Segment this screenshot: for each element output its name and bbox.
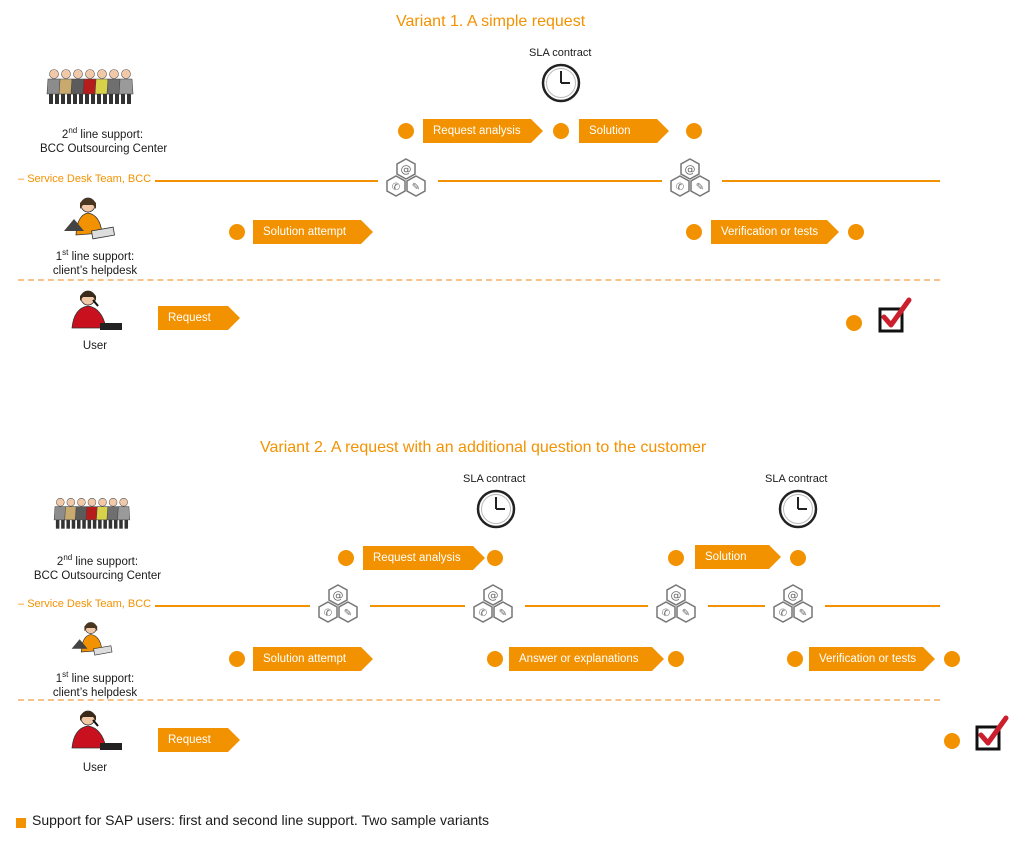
request-analysis-arrow: Request analysis: [423, 119, 543, 143]
people-group-icon: [55, 497, 139, 541]
checkmark-box-icon: [876, 297, 916, 337]
service-desk-label: – Service Desk Team, BCC: [18, 598, 156, 610]
clock-icon: [541, 63, 581, 103]
sla-contract-label: SLA contract: [463, 473, 526, 485]
solution-attempt-arrow: Solution attempt: [253, 220, 373, 244]
first-line-label: 1st line support:client’s helpdesk: [52, 670, 138, 699]
sla-contract-label: SLA contract: [765, 473, 828, 485]
flow-dot: [229, 651, 245, 667]
caption-bullet: [16, 818, 26, 828]
variant2-title: Variant 2. A request with an additional …: [260, 439, 707, 456]
second-line-label: 2nd line support:BCC Outsourcing Center: [40, 126, 168, 155]
service-desk-line: [18, 180, 940, 182]
flow-dot: [338, 550, 354, 566]
flow-dot: [944, 651, 960, 667]
first-line-label: 1st line support:client’s helpdesk: [52, 248, 138, 277]
flow-dot: [846, 315, 862, 331]
flow-dot: [398, 123, 414, 139]
dashed-separator: [18, 699, 940, 701]
service-channels-icon: [773, 584, 813, 623]
people-group-icon: [48, 68, 138, 120]
dashed-separator: [18, 279, 940, 281]
variant1-title: Variant 1. A simple request: [396, 13, 586, 30]
service-channels-icon: [670, 158, 710, 197]
solution-arrow: Solution: [579, 119, 669, 143]
service-channels-icon: [318, 584, 358, 623]
verification-arrow: Verification or tests: [711, 220, 839, 244]
request-analysis-arrow: Request analysis: [363, 546, 485, 570]
user-phone-icon: [71, 290, 123, 331]
helpdesk-operator-icon: [71, 622, 113, 656]
user-label: User: [82, 762, 108, 774]
flow-dot: [848, 224, 864, 240]
flow-dot: [553, 123, 569, 139]
figure-caption: Support for SAP users: first and second …: [32, 812, 490, 828]
user-phone-icon: [71, 710, 123, 751]
flow-dot: [668, 550, 684, 566]
request-arrow: Request: [158, 306, 240, 330]
clock-icon: [778, 489, 818, 529]
flow-dot: [487, 550, 503, 566]
user-label: User: [82, 340, 108, 352]
flow-dot: [790, 550, 806, 566]
flow-dot: [944, 733, 960, 749]
request-arrow: Request: [158, 728, 240, 752]
answer-arrow: Answer or explanations: [509, 647, 664, 671]
service-channels-icon: [386, 158, 426, 197]
flow-dot: [668, 651, 684, 667]
solution-arrow: Solution: [695, 545, 781, 569]
flow-dot: [686, 123, 702, 139]
sla-contract-label: SLA contract: [529, 47, 592, 59]
helpdesk-operator-icon: [63, 197, 116, 240]
service-desk-label: – Service Desk Team, BCC: [18, 173, 156, 185]
solution-attempt-arrow: Solution attempt: [253, 647, 373, 671]
flow-dot: [686, 224, 702, 240]
checkmark-box-icon: [973, 715, 1013, 755]
verification-arrow: Verification or tests: [809, 647, 935, 671]
service-channels-icon: [473, 584, 513, 623]
flow-dot: [229, 224, 245, 240]
second-line-label: 2nd line support:BCC Outsourcing Center: [33, 553, 162, 582]
flow-dot: [787, 651, 803, 667]
service-channels-icon: [656, 584, 696, 623]
flow-dot: [487, 651, 503, 667]
clock-icon: [476, 489, 516, 529]
